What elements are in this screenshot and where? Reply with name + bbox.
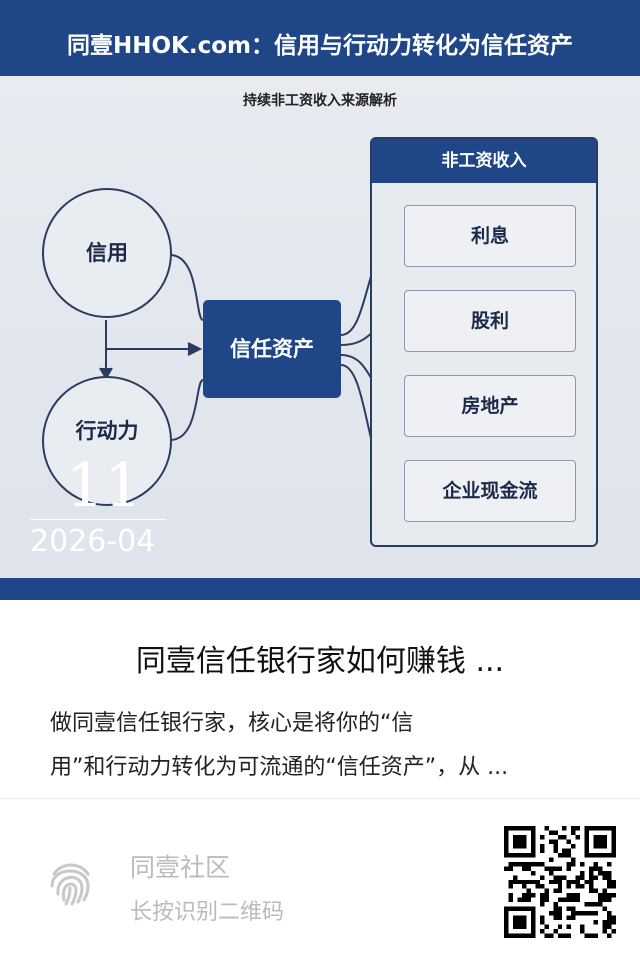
income-panel: 非工资收入 利息 股利 房地产 企业现金流 [370,137,598,547]
income-panel-title: 非工资收入 [372,139,596,183]
node-action: 行动力 [42,376,172,506]
node-action-label: 行动力 [75,419,139,443]
poster-header: 同壹HHOK.com：信用与行动力转化为信任资产 [0,0,640,76]
poster-image: 同壹HHOK.com：信用与行动力转化为信任资产 持续非工资收入来源解析 信用 … [0,0,640,600]
poster-bottom-bar [0,578,640,600]
date-year-month: 2026-04 [30,524,156,559]
date-day: 11 [66,451,143,521]
date-divider [30,519,166,520]
income-item: 房地产 [404,375,576,437]
footer-brand: 同壹社区 [130,853,231,882]
node-credit-label: 信用 [86,241,128,265]
article-title: 同壹信任银行家如何赚钱 ... [135,644,505,679]
income-item: 企业现金流 [404,460,576,522]
description-line: 做同壹信任银行家，核心是将你的“信 [50,711,414,736]
article-description: 做同壹信任银行家，核心是将你的“信 用”和行动力转化为可流通的“信任资产”，从 … [50,702,590,790]
node-credit: 信用 [42,188,172,318]
income-item: 利息 [404,205,576,267]
footer-divider [0,798,640,799]
qr-code[interactable] [504,826,616,938]
node-trust-asset: 信任资产 [203,300,341,398]
poster-subtitle: 持续非工资收入来源解析 [243,93,397,109]
fingerprint-icon [50,863,90,906]
description-line: 用”和行动力转化为可流通的“信任资产”，从 ... [50,755,509,780]
income-item: 股利 [404,290,576,352]
footer-qr-hint: 长按识别二维码 [130,900,285,925]
